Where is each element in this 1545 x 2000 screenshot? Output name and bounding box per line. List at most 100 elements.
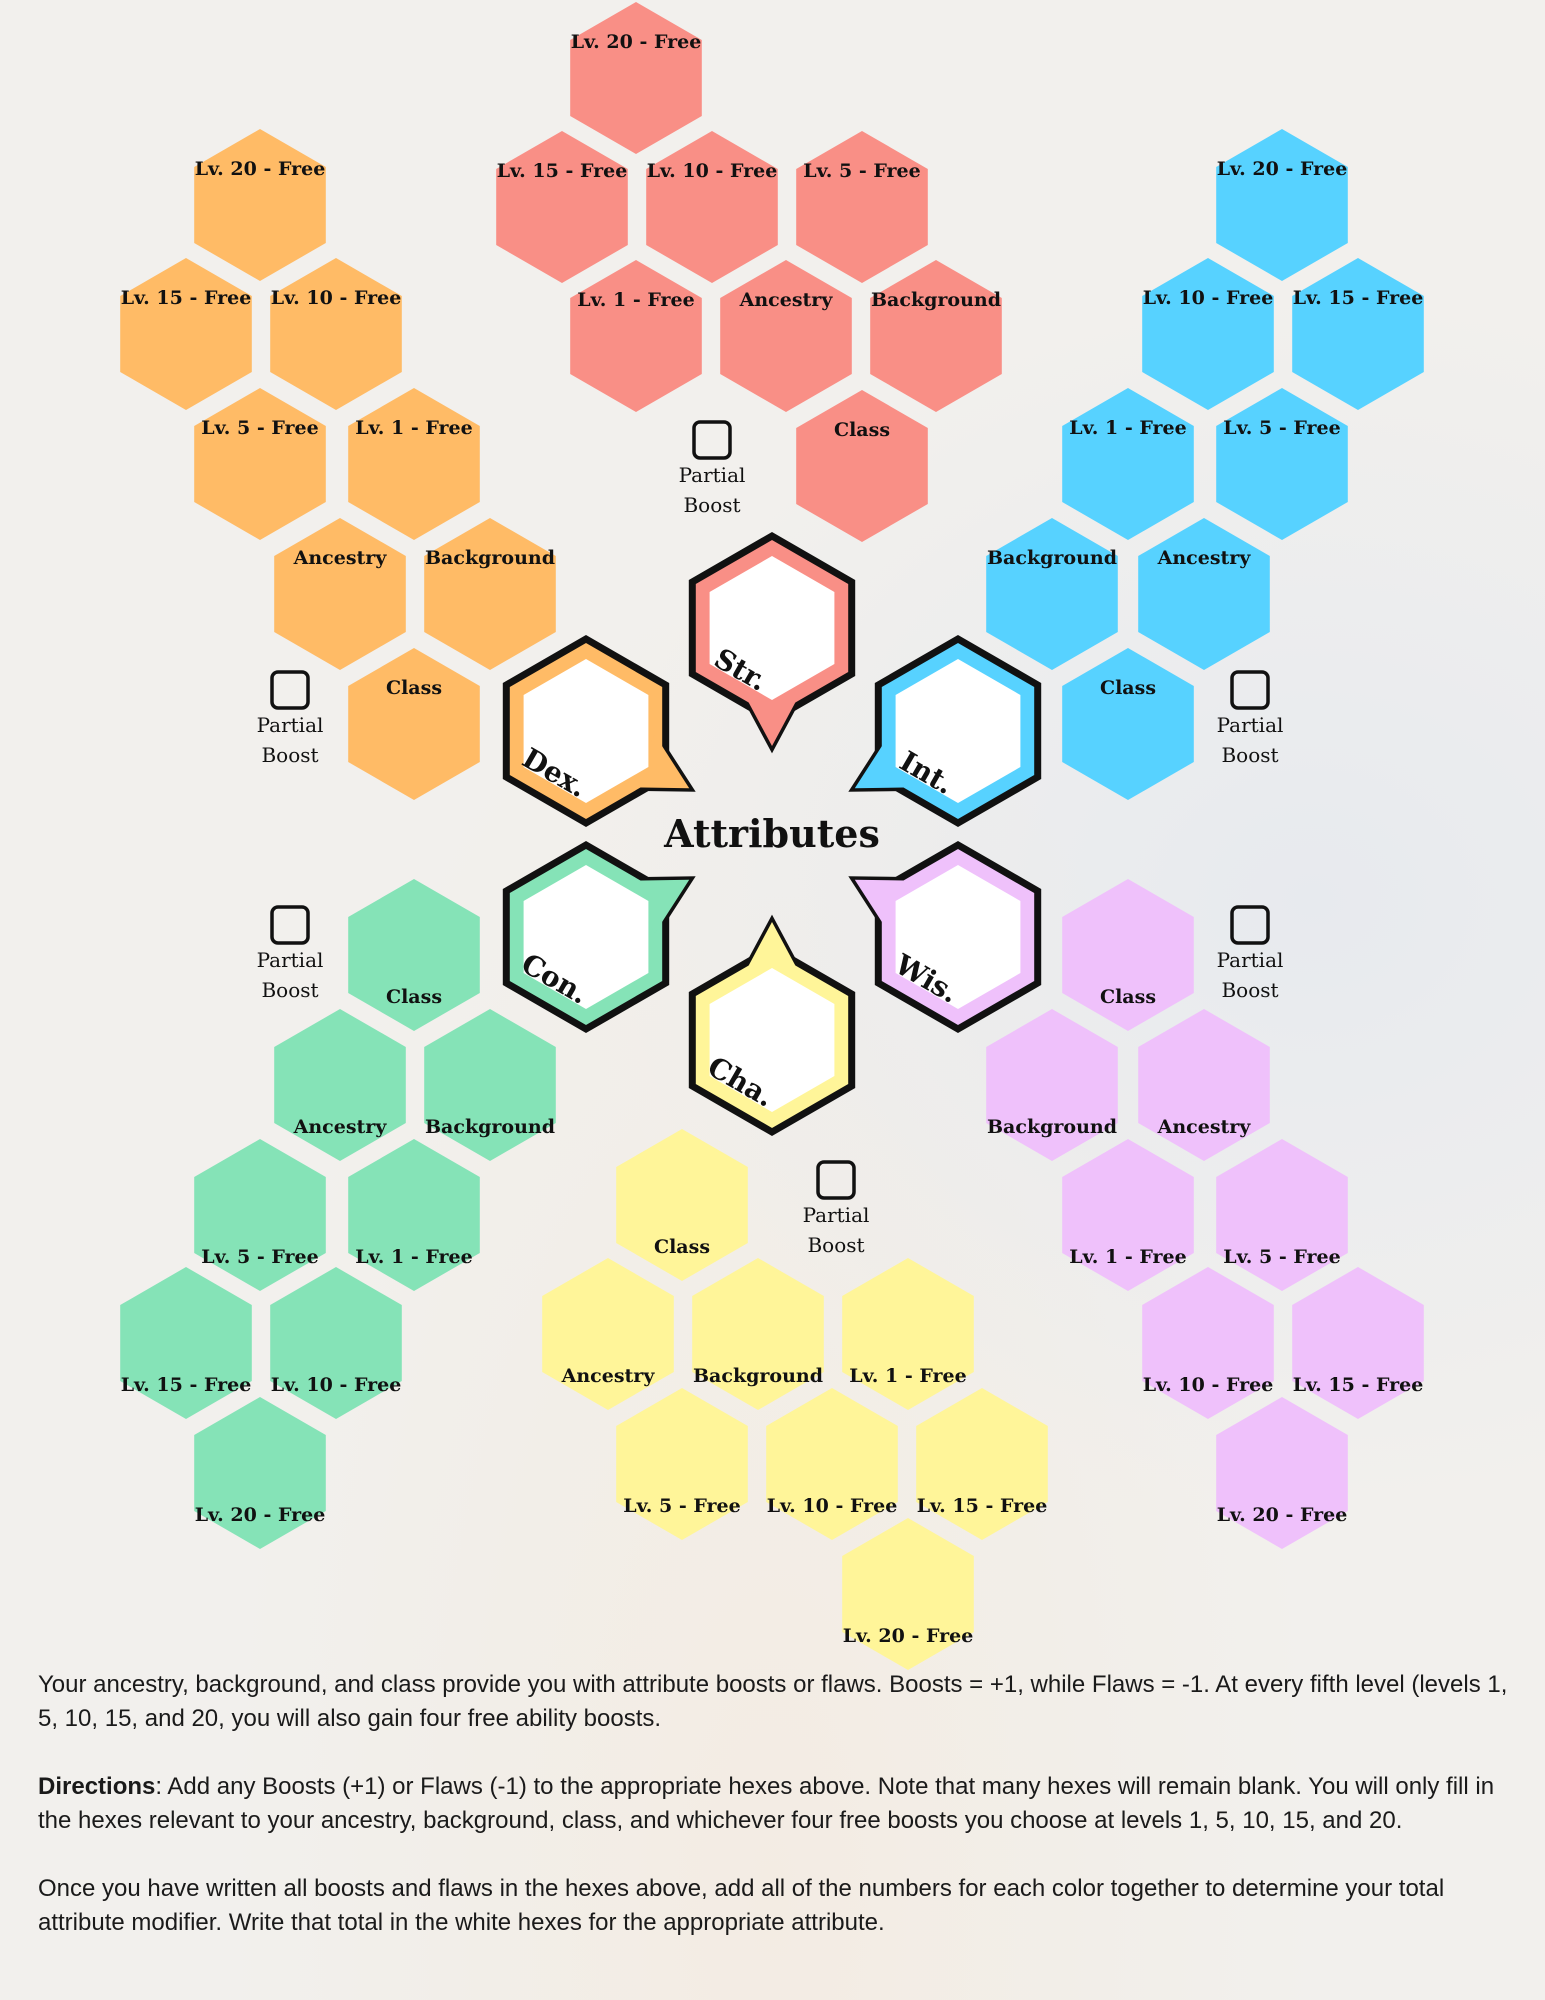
str-hex-shape[interactable] bbox=[570, 2, 702, 154]
int-total-hex[interactable]: Int. bbox=[848, 634, 1042, 828]
wis-hex-lv-1-free[interactable]: Lv. 1 - Free bbox=[1062, 1139, 1194, 1291]
wis-hex-shape[interactable] bbox=[1216, 1139, 1348, 1291]
con-hex-shape[interactable] bbox=[424, 1009, 556, 1161]
cha-hex-lv-1-free[interactable]: Lv. 1 - Free bbox=[842, 1258, 974, 1410]
con-hex-lv-10-free[interactable]: Lv. 10 - Free bbox=[270, 1267, 402, 1419]
int-hex-lv-5-free[interactable]: Lv. 5 - Free bbox=[1216, 388, 1348, 540]
wis-hex-shape[interactable] bbox=[1062, 879, 1194, 1031]
int-hex-lv-15-free[interactable]: Lv. 15 - Free bbox=[1292, 258, 1424, 410]
dex-hex-shape[interactable] bbox=[424, 518, 556, 670]
str-hex-ancestry[interactable]: Ancestry bbox=[720, 260, 852, 412]
con-hex-shape[interactable] bbox=[348, 1139, 480, 1291]
int-hex-shape[interactable] bbox=[1062, 388, 1194, 540]
con-hex-lv-15-free[interactable]: Lv. 15 - Free bbox=[120, 1267, 252, 1419]
int-hex-lv-10-free[interactable]: Lv. 10 - Free bbox=[1142, 258, 1274, 410]
dex-hex-lv-15-free[interactable]: Lv. 15 - Free bbox=[120, 258, 252, 410]
con-hex-lv-20-free[interactable]: Lv. 20 - Free bbox=[194, 1397, 326, 1549]
str-hex-shape[interactable] bbox=[720, 260, 852, 412]
wis-hex-shape[interactable] bbox=[1292, 1267, 1424, 1419]
int-hex-shape[interactable] bbox=[1138, 518, 1270, 670]
con-hex-shape[interactable] bbox=[270, 1267, 402, 1419]
int-hex-ancestry[interactable]: Ancestry bbox=[1138, 518, 1270, 670]
dex-total-input[interactable] bbox=[523, 659, 649, 803]
dex-hex-lv-5-free[interactable]: Lv. 5 - Free bbox=[194, 388, 326, 540]
int-hex-shape[interactable] bbox=[1292, 258, 1424, 410]
wis-hex-ancestry[interactable]: Ancestry bbox=[1138, 1009, 1270, 1161]
dex-hex-lv-10-free[interactable]: Lv. 10 - Free bbox=[270, 258, 402, 410]
cha-hex-shape[interactable] bbox=[842, 1518, 974, 1670]
dex-hex-shape[interactable] bbox=[194, 388, 326, 540]
con-total-input[interactable] bbox=[523, 865, 649, 1009]
int-hex-shape[interactable] bbox=[1142, 258, 1274, 410]
int-hex-shape[interactable] bbox=[1216, 129, 1348, 281]
str-hex-shape[interactable] bbox=[570, 260, 702, 412]
cha-partial-boost-checkbox[interactable] bbox=[816, 1160, 856, 1200]
wis-hex-shape[interactable] bbox=[1138, 1009, 1270, 1161]
dex-hex-shape[interactable] bbox=[348, 648, 480, 800]
cha-total-input[interactable] bbox=[709, 968, 835, 1112]
dex-partial-boost-checkbox[interactable] bbox=[270, 670, 310, 710]
con-hex-shape[interactable] bbox=[194, 1139, 326, 1291]
dex-hex-shape[interactable] bbox=[120, 258, 252, 410]
cha-total-hex[interactable]: Cha. bbox=[688, 914, 856, 1137]
str-hex-shape[interactable] bbox=[646, 131, 778, 283]
dex-total-hex[interactable]: Dex. bbox=[502, 634, 696, 828]
cha-hex-lv-5-free[interactable]: Lv. 5 - Free bbox=[616, 1388, 748, 1540]
str-hex-shape[interactable] bbox=[796, 131, 928, 283]
cha-hex-shape[interactable] bbox=[542, 1258, 674, 1410]
int-hex-background[interactable]: Background bbox=[986, 518, 1118, 670]
con-hex-shape[interactable] bbox=[274, 1009, 406, 1161]
con-hex-shape[interactable] bbox=[120, 1267, 252, 1419]
int-hex-class[interactable]: Class bbox=[1062, 648, 1194, 800]
wis-hex-lv-15-free[interactable]: Lv. 15 - Free bbox=[1292, 1267, 1424, 1419]
str-hex-background[interactable]: Background bbox=[870, 260, 1002, 412]
wis-hex-background[interactable]: Background bbox=[986, 1009, 1118, 1161]
dex-hex-lv-20-free[interactable]: Lv. 20 - Free bbox=[194, 129, 326, 281]
cha-hex-shape[interactable] bbox=[692, 1258, 824, 1410]
wis-hex-lv-20-free[interactable]: Lv. 20 - Free bbox=[1216, 1397, 1348, 1549]
cha-hex-class[interactable]: Class bbox=[616, 1129, 748, 1281]
int-total-input[interactable] bbox=[895, 659, 1021, 803]
str-total-hex[interactable]: Str. bbox=[688, 531, 856, 754]
int-hex-lv-20-free[interactable]: Lv. 20 - Free bbox=[1216, 129, 1348, 281]
dex-hex-class[interactable]: Class bbox=[348, 648, 480, 800]
con-hex-background[interactable]: Background bbox=[424, 1009, 556, 1161]
dex-hex-ancestry[interactable]: Ancestry bbox=[274, 518, 406, 670]
cha-hex-lv-10-free[interactable]: Lv. 10 - Free bbox=[766, 1388, 898, 1540]
wis-partial-boost-checkbox[interactable] bbox=[1230, 905, 1270, 945]
wis-hex-lv-5-free[interactable]: Lv. 5 - Free bbox=[1216, 1139, 1348, 1291]
str-hex-lv-20-free[interactable]: Lv. 20 - Free bbox=[570, 2, 702, 154]
dex-hex-shape[interactable] bbox=[270, 258, 402, 410]
wis-hex-shape[interactable] bbox=[986, 1009, 1118, 1161]
str-hex-shape[interactable] bbox=[796, 390, 928, 542]
dex-hex-background[interactable]: Background bbox=[424, 518, 556, 670]
con-total-hex[interactable]: Con. bbox=[502, 840, 696, 1034]
con-hex-shape[interactable] bbox=[194, 1397, 326, 1549]
cha-hex-lv-15-free[interactable]: Lv. 15 - Free bbox=[916, 1388, 1048, 1540]
wis-total-input[interactable] bbox=[895, 865, 1021, 1009]
int-hex-shape[interactable] bbox=[986, 518, 1118, 670]
int-hex-shape[interactable] bbox=[1062, 648, 1194, 800]
str-hex-shape[interactable] bbox=[496, 131, 628, 283]
str-hex-lv-5-free[interactable]: Lv. 5 - Free bbox=[796, 131, 928, 283]
cha-hex-background[interactable]: Background bbox=[692, 1258, 824, 1410]
dex-hex-shape[interactable] bbox=[274, 518, 406, 670]
wis-hex-shape[interactable] bbox=[1062, 1139, 1194, 1291]
dex-hex-shape[interactable] bbox=[348, 388, 480, 540]
cha-hex-lv-20-free[interactable]: Lv. 20 - Free bbox=[842, 1518, 974, 1670]
cha-hex-ancestry[interactable]: Ancestry bbox=[542, 1258, 674, 1410]
cha-hex-shape[interactable] bbox=[766, 1388, 898, 1540]
con-hex-ancestry[interactable]: Ancestry bbox=[274, 1009, 406, 1161]
cha-hex-shape[interactable] bbox=[616, 1129, 748, 1281]
cha-hex-shape[interactable] bbox=[616, 1388, 748, 1540]
dex-hex-lv-1-free[interactable]: Lv. 1 - Free bbox=[348, 388, 480, 540]
str-hex-lv-1-free[interactable]: Lv. 1 - Free bbox=[570, 260, 702, 412]
con-hex-class[interactable]: Class bbox=[348, 879, 480, 1031]
wis-hex-shape[interactable] bbox=[1216, 1397, 1348, 1549]
con-partial-boost-checkbox[interactable] bbox=[270, 905, 310, 945]
str-hex-lv-15-free[interactable]: Lv. 15 - Free bbox=[496, 131, 628, 283]
str-hex-lv-10-free[interactable]: Lv. 10 - Free bbox=[646, 131, 778, 283]
wis-hex-class[interactable]: Class bbox=[1062, 879, 1194, 1031]
wis-hex-shape[interactable] bbox=[1142, 1267, 1274, 1419]
int-partial-boost-checkbox[interactable] bbox=[1230, 670, 1270, 710]
